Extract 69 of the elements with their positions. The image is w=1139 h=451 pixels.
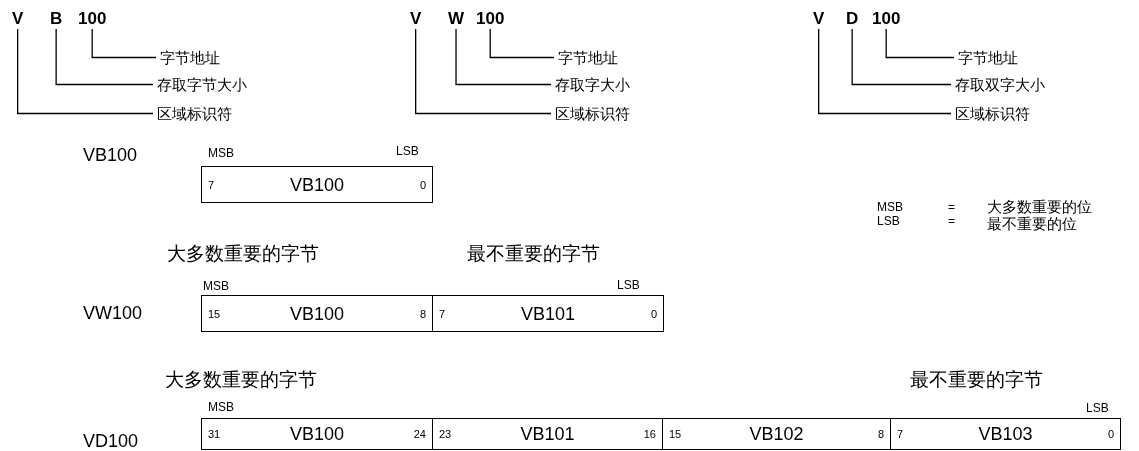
register-cell (201, 166, 433, 203)
bit-number: 15 (669, 428, 682, 440)
field-description: 存取字大小 (553, 77, 630, 92)
lsb-label: LSB (396, 145, 419, 157)
address-part: D (846, 10, 859, 27)
address-part: V (12, 10, 24, 27)
leader-line (489, 28, 555, 59)
bit-number: 8 (419, 308, 426, 319)
address-part: V (813, 10, 825, 27)
leader-line (818, 28, 952, 115)
byte-name: VB101 (520, 425, 575, 443)
field-description: 字节地址 (158, 50, 220, 65)
bit-number: 7 (208, 179, 215, 190)
register-name: VW100 (83, 304, 143, 322)
leader-line (17, 28, 154, 115)
register-cell (201, 418, 433, 450)
bit-number: 7 (439, 308, 446, 319)
address-part: 100 (476, 10, 505, 27)
field-description: 区域标识符 (155, 106, 232, 121)
leader-line (415, 28, 552, 115)
equals-sign: = (948, 215, 955, 227)
bit-number: 7 (897, 428, 904, 440)
field-description: 区域标识符 (553, 106, 630, 121)
bit-number: 16 (643, 428, 656, 440)
byte-heading: 最不重要的字节 (467, 244, 600, 263)
bit-number: 23 (439, 428, 452, 440)
legend-definition: 最不重要的位 (987, 216, 1077, 231)
leader-line (55, 28, 154, 86)
legend-term: MSB (877, 201, 903, 213)
field-description: 字节地址 (556, 50, 618, 65)
byte-name: VB103 (978, 425, 1033, 443)
byte-heading: 大多数重要的字节 (167, 244, 319, 263)
address-part: W (448, 10, 465, 27)
bit-number: 8 (877, 428, 884, 440)
byte-heading: 大多数重要的字节 (165, 370, 317, 389)
leader-line (455, 28, 552, 86)
register-name: VB100 (83, 146, 138, 164)
byte-heading: 最不重要的字节 (910, 370, 1043, 389)
register-cell (662, 418, 891, 450)
field-description: 存取字节大小 (155, 77, 247, 92)
bit-number: 31 (208, 428, 221, 440)
register-cell (432, 418, 663, 450)
legend-definition: 大多数重要的位 (987, 199, 1092, 214)
register-cell (432, 295, 664, 332)
register-name: VD100 (83, 432, 139, 450)
leader-line (851, 28, 952, 86)
bit-number: 0 (419, 179, 426, 190)
byte-name: VB100 (290, 304, 344, 323)
legend-term: LSB (877, 215, 900, 227)
field-description: 字节地址 (956, 50, 1018, 65)
bit-number: 0 (650, 308, 657, 319)
equals-sign: = (948, 201, 955, 213)
register-cell (201, 295, 433, 332)
register-cell (890, 418, 1121, 450)
bit-number: 24 (413, 428, 426, 440)
field-description: 区域标识符 (953, 106, 1030, 121)
address-part: 100 (872, 10, 901, 27)
field-description: 存取双字大小 (953, 77, 1045, 92)
byte-name: VB102 (749, 425, 804, 443)
byte-name: VB100 (290, 175, 344, 194)
address-part: B (50, 10, 63, 27)
bit-number: 15 (208, 308, 221, 319)
address-part: 100 (78, 10, 107, 27)
leader-line (91, 28, 157, 59)
address-part: V (410, 10, 422, 27)
byte-name: VB101 (521, 304, 575, 323)
leader-line (885, 28, 955, 59)
bit-number: 0 (1107, 428, 1114, 440)
byte-name: VB100 (290, 425, 344, 443)
